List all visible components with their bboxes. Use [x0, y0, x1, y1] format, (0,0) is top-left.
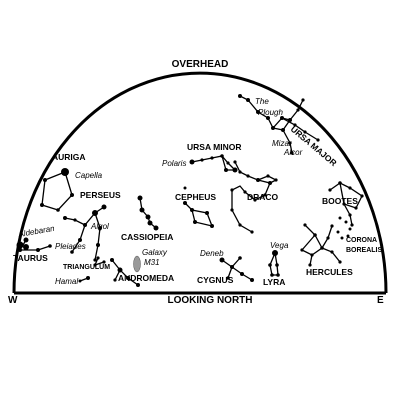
bootes-figure: [328, 181, 364, 227]
east-label: E: [377, 295, 384, 306]
mizar-label: Mizar: [272, 139, 292, 148]
hercules-label: HERCULES: [306, 267, 353, 277]
perseus-label: PERSEUS: [80, 190, 121, 200]
lyra-figure: [268, 250, 280, 277]
algol-label: Algol: [90, 222, 109, 231]
hercules-figure: [300, 223, 342, 267]
andromeda-figure: [110, 258, 140, 287]
auriga-figure: [40, 168, 74, 212]
cygnus-figure: [219, 256, 254, 282]
galaxy-m31-shape: [133, 255, 141, 273]
alcor-label: Alcor: [283, 148, 303, 157]
looking-north-label: LOOKING NORTH: [168, 295, 253, 306]
sky-dome-arc: [12, 71, 388, 294]
taurus-figure: [16, 237, 52, 252]
corona-borealis-label-2: BOREALIS: [346, 247, 383, 254]
aries-figure: [78, 276, 90, 283]
ursa-major-label: URSA MAJOR: [289, 124, 339, 168]
galaxy-label: Galaxy: [142, 248, 168, 257]
vega-label: Vega: [270, 241, 289, 250]
triangulum-label: TRIANGULUM: [63, 264, 110, 271]
corona-borealis-figure: [336, 216, 352, 240]
ursa-minor-label: URSA MINOR: [187, 142, 241, 152]
pleiades-label: Pleiades: [55, 242, 86, 251]
ursa-minor-figure: [189, 154, 238, 173]
the-plough-label-1: The: [255, 97, 269, 106]
overhead-label: OVERHEAD: [172, 59, 229, 70]
draco-label: DRACO: [247, 192, 279, 202]
cepheus-label: CEPHEUS: [175, 192, 216, 202]
taurus-label: TAURUS: [13, 253, 48, 263]
cassiopeia-figure: [137, 195, 159, 231]
cassiopeia-label: CASSIOPEIA: [121, 232, 173, 242]
the-plough-label-2: Plough: [258, 108, 283, 117]
hamal-label: Hamal: [55, 277, 78, 286]
bootes-label: BOOTES: [322, 196, 358, 206]
cygnus-label: CYGNUS: [197, 275, 234, 285]
deneb-label: Deneb: [200, 249, 224, 258]
auriga-label: AURIGA: [52, 152, 86, 162]
triangulum-figure: [93, 256, 106, 267]
draco-figure: [230, 160, 278, 234]
west-label: W: [8, 295, 18, 306]
capella-label: Capella: [75, 171, 103, 180]
corona-borealis-label-1: CORONA: [346, 237, 377, 244]
m31-label: M31: [144, 258, 160, 267]
cepheus-figure: [183, 186, 214, 228]
lyra-label: LYRA: [263, 277, 285, 287]
perseus-figure: [63, 204, 107, 262]
ursa-major-figure: [238, 94, 320, 155]
polaris-label: Polaris: [162, 159, 186, 168]
andromeda-label: ANDROMEDA: [118, 273, 174, 283]
